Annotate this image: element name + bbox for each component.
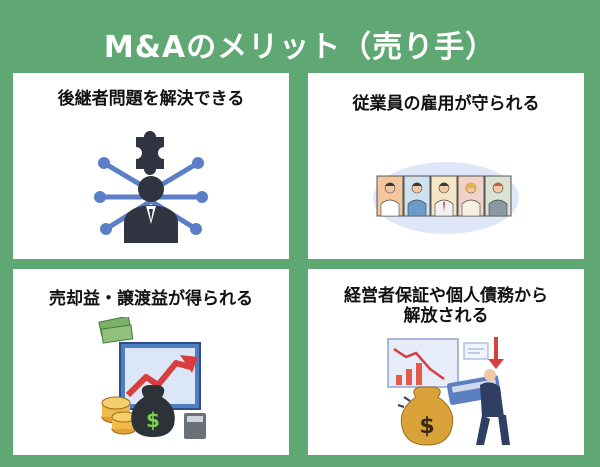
card-employment: 従業員の雇用が守られる [308,73,584,259]
card-title-guarantee-line2: 解放される [403,306,489,326]
svg-text:$: $ [146,408,160,432]
employee-portraits-icon [373,162,519,234]
debt-burden-icon: $ [387,337,510,446]
person-network-puzzle-icon [94,131,208,243]
money-profit-icon: $ [98,317,206,439]
page-title: M&Aのメリット（売り手） [103,30,497,65]
card-title-employment: 従業員の雇用が守られる [352,94,540,114]
card-sale-profit: 売却益・譲渡益が得られる $ [13,269,289,455]
card-title-successor: 後継者問題を解決できる [57,89,245,109]
card-successor: 後継者問題を解決できる [13,73,289,259]
card-guarantee-release: 経営者保証や個人債務から 解放される $ [308,269,584,455]
card-title-guarantee-line1: 経営者保証や個人債務から [344,286,548,306]
card-title-sale-profit: 売却益・譲渡益が得られる [49,289,253,309]
svg-text:$: $ [419,414,434,439]
